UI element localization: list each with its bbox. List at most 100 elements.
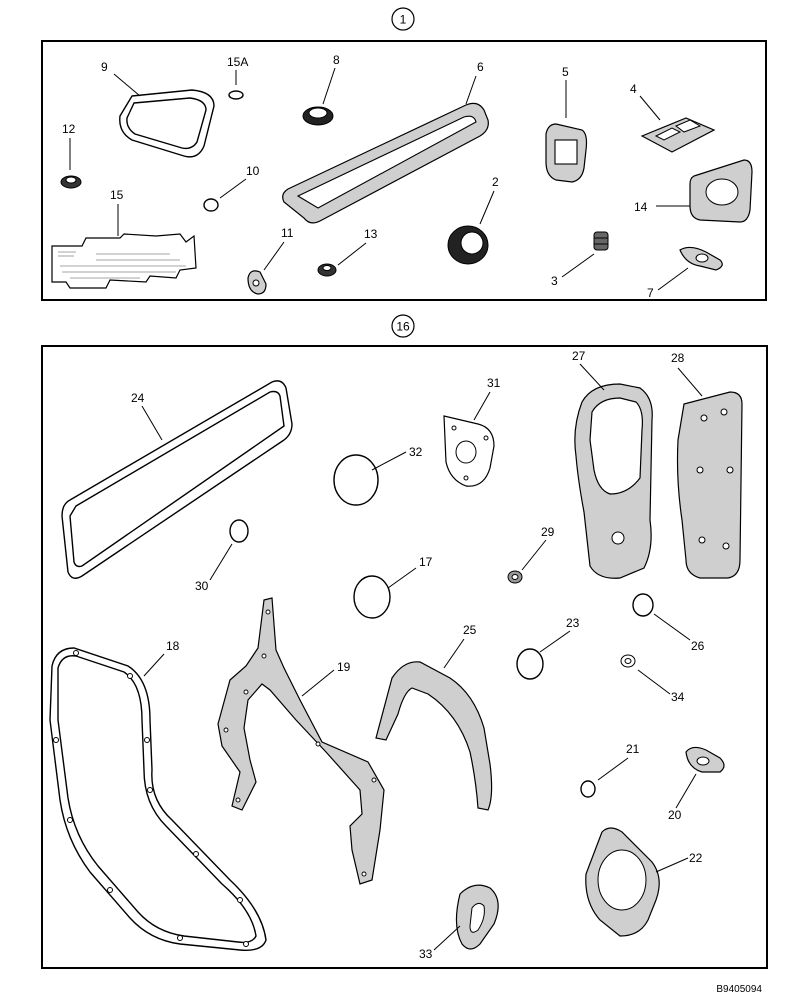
kit-16: 16 24 31 27 xyxy=(41,314,768,969)
part-10-o-ring xyxy=(203,198,219,212)
part-label: 27 xyxy=(572,349,586,363)
figure-id: B9405094 xyxy=(716,984,762,995)
leader-line xyxy=(113,73,141,97)
leader-line xyxy=(579,363,605,391)
part-14-gasket xyxy=(689,159,753,223)
part-18-gear-cover-gasket xyxy=(49,647,267,951)
part-label: 19 xyxy=(337,660,351,674)
part-label: 22 xyxy=(689,851,703,865)
part-label: 14 xyxy=(634,200,648,214)
part-label: 18 xyxy=(166,639,180,653)
part-label: 15A xyxy=(227,55,248,69)
part-label: 2 xyxy=(492,175,499,189)
part-28-gasket xyxy=(676,391,743,579)
part-21-seal xyxy=(580,780,596,798)
part-29-seal xyxy=(507,570,523,584)
part-31-gasket xyxy=(443,415,495,487)
part-label: 3 xyxy=(551,274,558,288)
part-label: 25 xyxy=(463,623,477,637)
part-24-gasket xyxy=(61,380,293,579)
leader-line xyxy=(209,543,233,581)
part-label: 21 xyxy=(626,742,640,756)
part-8-seal xyxy=(302,106,334,126)
part-17-o-ring xyxy=(353,575,391,619)
part-label: 26 xyxy=(691,639,705,653)
leader-line xyxy=(639,95,661,121)
kit-1: 1 9 15A 8 6 5 xyxy=(41,7,767,301)
part-label: 5 xyxy=(562,65,569,79)
part-label: 4 xyxy=(630,82,637,96)
kit-1-callout-circle xyxy=(391,7,415,31)
part-11-gasket xyxy=(247,270,267,295)
leader-line xyxy=(653,613,691,641)
part-7-gasket xyxy=(679,246,723,271)
part-label: 15 xyxy=(110,188,124,202)
part-20-gasket xyxy=(685,746,725,773)
part-label: 17 xyxy=(419,555,433,569)
part-5-gasket xyxy=(545,123,588,183)
leader-line xyxy=(443,638,465,669)
part-label: 28 xyxy=(671,351,685,365)
leader-line xyxy=(141,405,163,441)
leader-line xyxy=(597,757,629,781)
part-label: 9 xyxy=(101,60,108,74)
part-4-gasket xyxy=(640,117,716,153)
part-3-grommet xyxy=(593,231,609,251)
leader-line xyxy=(521,539,547,571)
leader-line xyxy=(657,267,689,291)
part-25-gasket xyxy=(375,661,493,811)
part-label: 13 xyxy=(364,227,378,241)
leader-line xyxy=(465,75,477,105)
part-label: 6 xyxy=(477,60,484,74)
leader-line xyxy=(337,242,367,266)
leader-line xyxy=(433,925,461,951)
part-33-gasket xyxy=(455,884,499,950)
kit-16-callout-circle xyxy=(391,314,415,338)
part-9-seal xyxy=(119,89,215,158)
part-label: 12 xyxy=(62,122,76,136)
leader-line xyxy=(479,190,495,225)
part-label: 8 xyxy=(333,53,340,67)
part-27-gasket xyxy=(574,383,653,579)
part-2-seal xyxy=(447,225,489,265)
kit-1-frame xyxy=(41,40,767,301)
leader-line xyxy=(473,391,491,421)
leader-line xyxy=(677,367,703,397)
leader-line xyxy=(263,241,285,271)
part-label: 23 xyxy=(566,616,580,630)
leader-line xyxy=(322,67,336,105)
leader-line xyxy=(387,567,417,589)
part-23-o-ring xyxy=(516,648,544,680)
leader-line xyxy=(637,669,671,695)
part-label: 33 xyxy=(419,947,433,961)
leader-line xyxy=(371,451,407,471)
part-30-o-ring xyxy=(229,519,249,543)
part-13-seal xyxy=(317,263,337,277)
part-label: 29 xyxy=(541,525,555,539)
part-32-o-ring xyxy=(333,454,379,506)
kit-1-number: 1 xyxy=(400,13,407,27)
part-label: 20 xyxy=(668,808,682,822)
part-34-seal xyxy=(620,654,636,668)
part-label: 31 xyxy=(487,376,501,390)
part-label: 11 xyxy=(281,226,294,240)
part-15-instruction-sheet xyxy=(51,233,197,289)
part-22-flange-gasket xyxy=(585,827,660,937)
part-label: 30 xyxy=(195,579,209,593)
leader-line xyxy=(675,773,697,809)
part-12-seal xyxy=(60,175,82,189)
part-19-gear-housing-gasket xyxy=(217,597,385,885)
leader-line xyxy=(539,630,571,653)
part-label: 32 xyxy=(409,445,423,459)
leader-line xyxy=(143,653,165,677)
part-6-rocker-cover-gasket xyxy=(282,102,489,224)
part-label: 34 xyxy=(671,690,685,704)
leader-line xyxy=(219,178,247,199)
kit-16-number: 16 xyxy=(396,320,410,334)
kit-16-frame xyxy=(41,345,768,969)
part-label: 24 xyxy=(131,391,145,405)
leader-line xyxy=(655,857,689,873)
leader-line xyxy=(301,669,335,697)
part-label: 7 xyxy=(647,286,654,300)
